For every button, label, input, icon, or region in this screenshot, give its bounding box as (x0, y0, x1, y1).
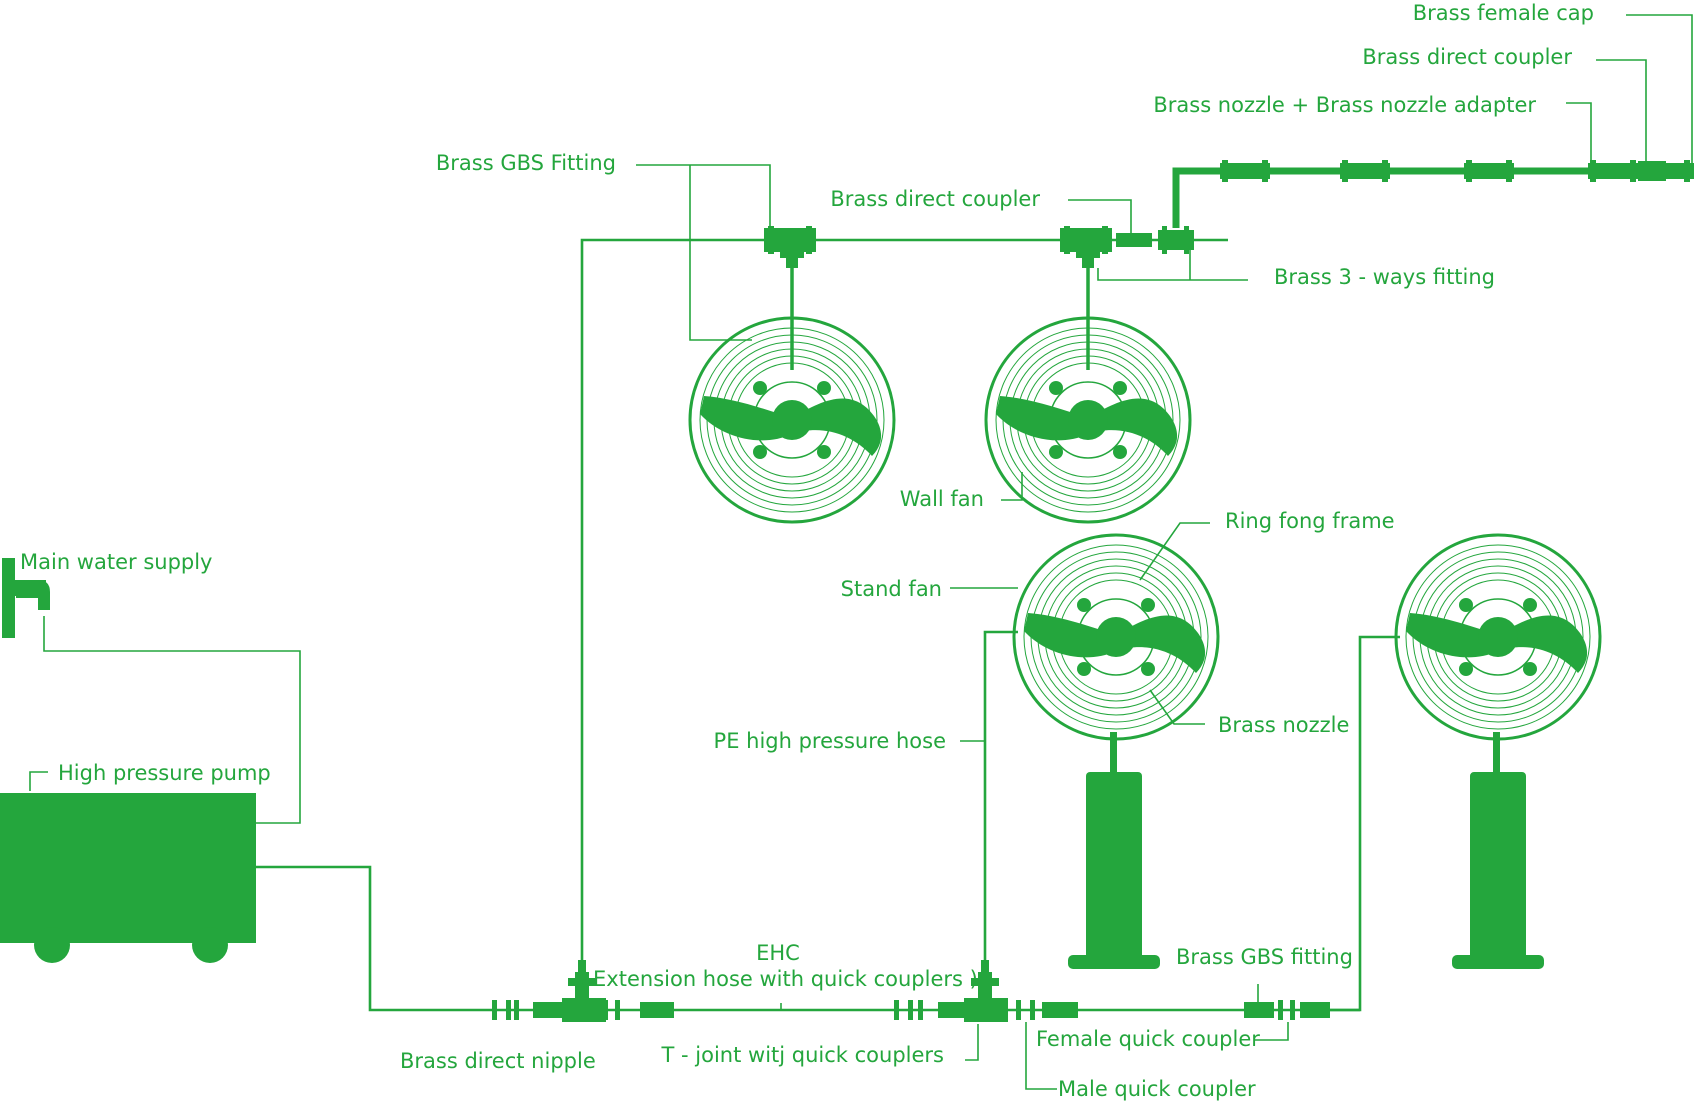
t-joint-2 (964, 960, 1008, 1022)
high-pressure-pump-icon (0, 793, 256, 963)
stand-fan-base-2 (1452, 732, 1544, 969)
leader-lines (29, 14, 1693, 1090)
top-gbs-fitting-2 (1060, 226, 1112, 268)
label-ehc-full: ( Extension hose with quick couplers ) (578, 967, 978, 991)
label-brass-gbs-fitting-bottom: Brass GBS fitting (1176, 945, 1353, 969)
label-wall-fan: Wall fan (900, 487, 984, 511)
t-joint-1 (562, 960, 606, 1022)
label-high-pressure-pump: High pressure pump (58, 761, 271, 785)
nozzle-line-fittings (1220, 160, 1694, 182)
label-brass-direct-coupler-top: Brass direct coupler (1362, 45, 1572, 69)
label-stand-fan: Stand fan (841, 577, 942, 601)
label-brass-nozzle: Brass nozzle (1218, 713, 1349, 737)
label-t-joint: T - joint witj quick couplers (661, 1043, 944, 1067)
bottom-line-fittings (492, 1000, 1330, 1020)
label-male-quick-coupler: Male quick coupler (1058, 1077, 1256, 1101)
label-female-quick-coupler: Female quick coupler (1036, 1027, 1260, 1051)
label-ring-fong-frame: Ring fong frame (1225, 509, 1395, 533)
top-gbs-fitting-1 (764, 226, 816, 268)
label-brass-female-cap: Brass female cap (1413, 1, 1594, 25)
stand-fan-2-icon (1394, 533, 1602, 741)
stand-fan-1-icon (1012, 533, 1220, 741)
label-brass-direct-coupler-mid: Brass direct coupler (830, 187, 1040, 211)
water-tap-icon (2, 558, 50, 638)
label-main-water-supply: Main water supply (20, 550, 213, 574)
top-direct-coupler (1116, 226, 1194, 254)
label-brass-3-ways-fitting: Brass 3 - ways fitting (1274, 265, 1495, 289)
label-brass-gbs-fitting-top: Brass GBS Fitting (436, 151, 616, 175)
label-brass-nozzle-adapter: Brass nozzle + Brass nozzle adapter (1153, 93, 1536, 117)
stand-fan-base-1 (1068, 732, 1160, 969)
label-brass-direct-nipple: Brass direct nipple (400, 1049, 596, 1073)
label-pe-high-pressure-hose: PE high pressure hose (714, 729, 946, 753)
label-ehc: EHC (756, 941, 800, 965)
